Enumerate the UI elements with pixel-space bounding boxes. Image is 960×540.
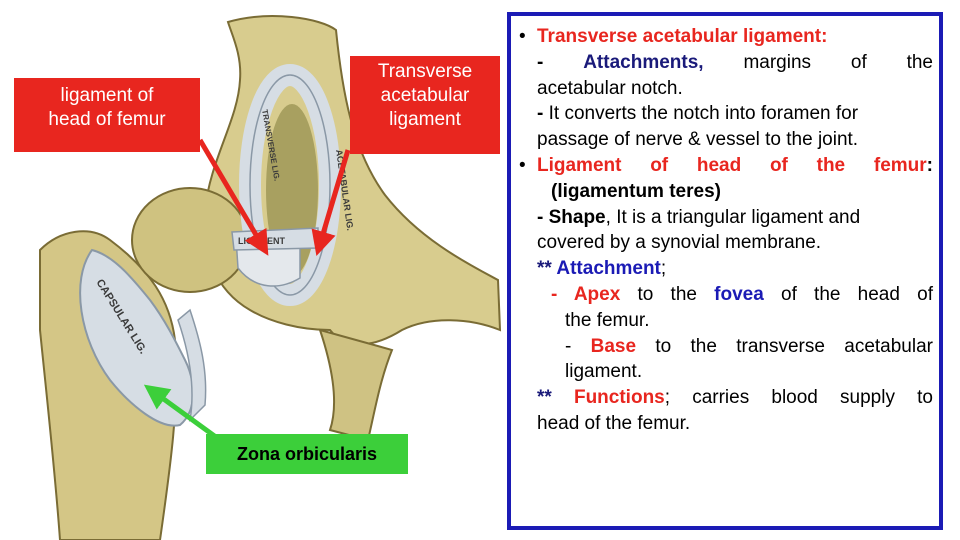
- converts-line: - It converts the notch into foramen for: [519, 101, 933, 127]
- functions-line-2: head of the femur.: [537, 412, 691, 434]
- femoral-head: [131, 187, 249, 293]
- shape-line-2: covered by a synovial membrane.: [537, 232, 822, 254]
- ligamentum-teres-line: (ligamentum teres): [551, 180, 721, 202]
- heading-text: Ligament of head of the femur: [537, 154, 927, 176]
- attachment-line: - Attachments, margins of the: [519, 50, 933, 76]
- converts-line-2: passage of nerve & vessel to the joint.: [537, 129, 859, 151]
- fovea-key: fovea: [714, 283, 764, 305]
- shape-key: Shape: [548, 206, 606, 228]
- apex-text-2: of the head of: [763, 283, 933, 305]
- label-line: ligament of: [60, 85, 154, 106]
- label-line: acetabular: [380, 85, 470, 106]
- base-line-2: ligament.: [565, 361, 643, 383]
- attachment-line-2: acetabular notch.: [537, 77, 683, 99]
- dash: -: [537, 206, 549, 228]
- attachment-key: Attachments,: [583, 51, 704, 73]
- base-text: to the transverse acetabular: [636, 335, 933, 357]
- bullet-icon: •: [519, 154, 526, 176]
- capsular-ligament: [79, 248, 194, 427]
- dash: -: [565, 335, 591, 357]
- arrow-to-transverse-ligament: [311, 149, 351, 256]
- functions-line: ** Functions; carries blood supply to: [519, 385, 933, 411]
- stars: **: [537, 387, 574, 409]
- dash: -: [537, 51, 544, 73]
- base-key: Base: [590, 335, 637, 357]
- label-line: head of femur: [48, 109, 166, 130]
- heading-ligament-of-head: • Ligament of head of the femur:: [519, 153, 933, 179]
- arrow-to-ligament-of-head: [197, 138, 269, 256]
- label-line: ligament: [389, 109, 461, 130]
- converts-text: It converts the notch into foramen for: [548, 103, 859, 125]
- heading-transverse: • Transverse acetabular ligament:: [519, 24, 933, 50]
- semicolon: ;: [664, 387, 671, 409]
- stars: **: [537, 258, 557, 280]
- functions-text: carries blood supply to: [670, 387, 933, 409]
- arrow-to-zona-orbicularis: [143, 384, 222, 443]
- functions-key: Functions: [573, 387, 665, 409]
- apex-text: to the: [620, 283, 715, 305]
- label-line: Transverse: [377, 61, 473, 82]
- attachment2-line: ** Attachment;: [519, 256, 933, 282]
- heading-text: Transverse acetabular ligament:: [537, 26, 828, 47]
- attachment2-key: Attachment: [556, 258, 661, 280]
- ischium-bone: [318, 328, 394, 442]
- base-line: - Base to the transverse acetabular: [519, 334, 933, 360]
- shape-line: - Shape, It is a triangular ligament and: [519, 205, 933, 231]
- bullet-icon: •: [519, 26, 526, 47]
- notes-panel: • Transverse acetabular ligament: - Attac…: [507, 12, 943, 530]
- apex-line: - Apex to the fovea of the head of: [519, 282, 933, 308]
- dash: -: [551, 283, 574, 305]
- label-transverse-acetabular-ligament: Transverse acetabular ligament: [350, 56, 500, 154]
- dash: -: [537, 103, 544, 125]
- apex-key: Apex: [573, 283, 621, 305]
- colon: :: [926, 154, 933, 176]
- label-zona-orbicularis: Zona orbicularis: [206, 434, 408, 474]
- label-ligament-of-head-of-femur: ligament of head of femur: [14, 78, 200, 152]
- semicolon: ;: [660, 258, 667, 280]
- attachment-text: margins of the: [743, 51, 934, 73]
- apex-line-2: the femur.: [565, 309, 650, 331]
- shape-text: , It is a triangular ligament and: [605, 206, 861, 228]
